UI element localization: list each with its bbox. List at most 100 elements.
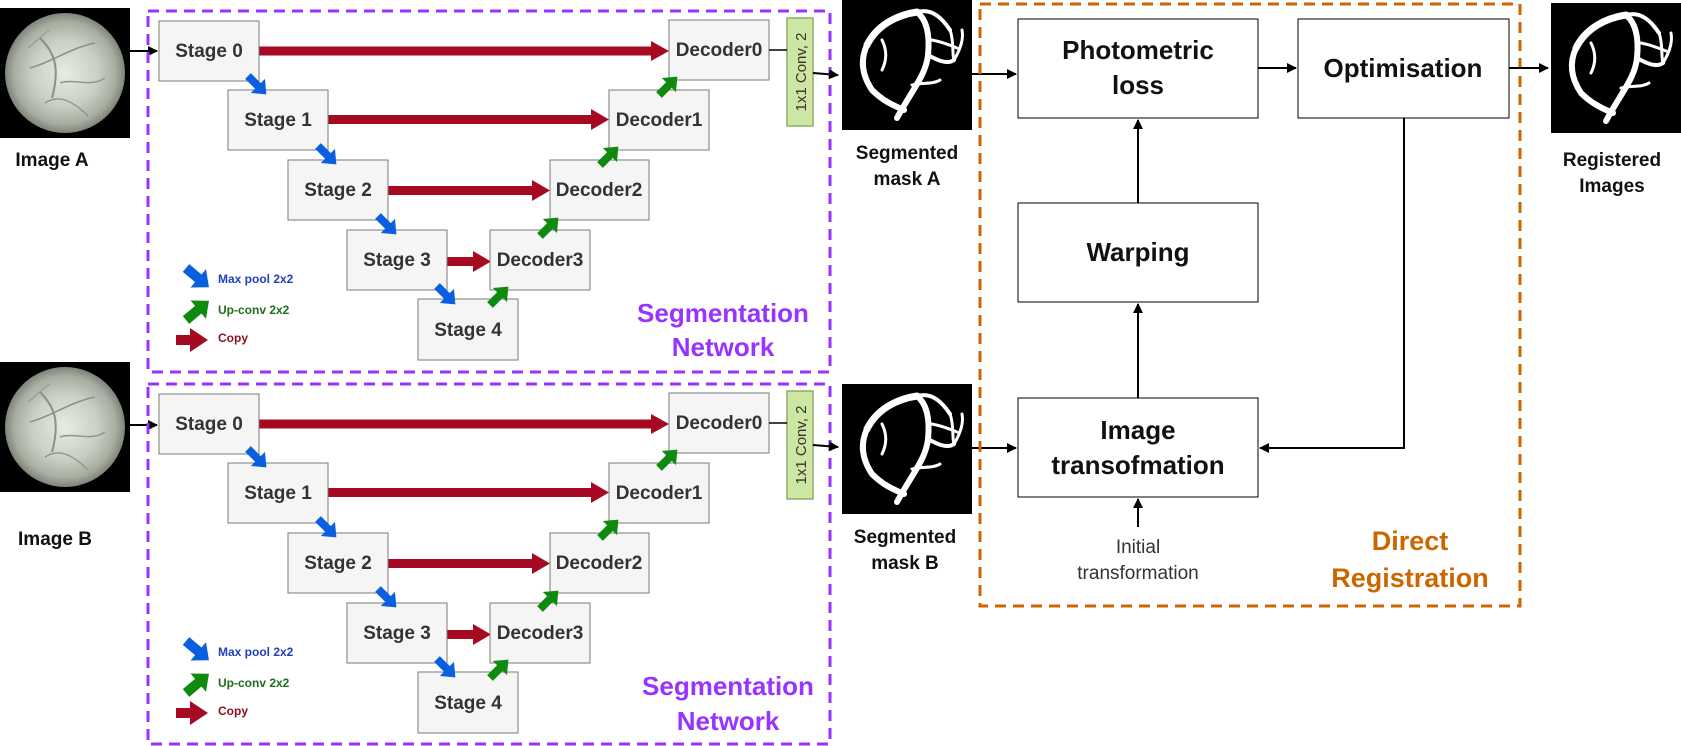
stage-2-block: Stage 2 bbox=[287, 159, 389, 221]
registered-images-thumbnail bbox=[1551, 3, 1681, 133]
registered-images-label-line2: Images bbox=[1579, 176, 1644, 197]
stage-0-label: Stage 0 bbox=[175, 41, 243, 62]
stage-2-label: Stage 2 bbox=[304, 553, 372, 574]
stage-0-block: Stage 0 bbox=[158, 393, 260, 455]
stage-4-label: Stage 4 bbox=[434, 693, 502, 714]
initial-transformation-label-line2: transformation bbox=[1077, 563, 1198, 584]
segmentation-network-a: Stage 0 Stage 1 Stage 2 Stage 3 Stage 4 … bbox=[146, 9, 839, 374]
stage-3-block: Stage 3 bbox=[346, 229, 448, 291]
stage-4-block: Stage 4 bbox=[417, 671, 519, 734]
upconv-arrow bbox=[597, 519, 619, 541]
maxpool-legend-label: Max pool 2x2 bbox=[218, 645, 294, 659]
conv-1x1-block: 1x1 Conv, 2 bbox=[786, 17, 814, 127]
image-a-thumbnail bbox=[0, 7, 131, 139]
direct-registration-border bbox=[978, 2, 1522, 608]
stage-4-label: Stage 4 bbox=[434, 320, 502, 341]
segmented-mask-b bbox=[842, 384, 972, 514]
decoder-3-label: Decoder3 bbox=[497, 250, 584, 271]
stage-1-block: Stage 1 bbox=[227, 89, 329, 151]
decoder-0-label: Decoder0 bbox=[676, 40, 763, 61]
initial-transformation-label-line1: Initial bbox=[1116, 537, 1160, 558]
conv-to-mask-b-arrow bbox=[812, 441, 839, 452]
decoder-1-label: Decoder1 bbox=[616, 483, 703, 504]
maxpool-arrow bbox=[375, 213, 397, 235]
upconv-arrow bbox=[597, 146, 619, 168]
decoder-1-block: Decoder1 bbox=[608, 89, 710, 151]
decoder-1-block: Decoder1 bbox=[608, 462, 710, 524]
upconv-legend-label: Up-conv 2x2 bbox=[218, 676, 290, 690]
stage-0-label: Stage 0 bbox=[175, 414, 243, 435]
photometric-loss-block: Photometric loss bbox=[1017, 18, 1259, 119]
warping-block: Warping bbox=[1017, 202, 1259, 303]
conv-1x1-block: 1x1 Conv, 2 bbox=[786, 390, 814, 500]
stage-1-label: Stage 1 bbox=[244, 483, 312, 504]
stage-1-label: Stage 1 bbox=[244, 110, 312, 131]
conv-1x1-label: 1x1 Conv, 2 bbox=[793, 406, 810, 485]
segmentation-network-b-label-line1: Segmentation bbox=[642, 671, 814, 701]
maxpool-arrow bbox=[434, 283, 456, 305]
maxpool-legend-label: Max pool 2x2 bbox=[218, 272, 294, 286]
maxpool-legend-icon bbox=[182, 637, 209, 661]
image-transformation-label-line1: Image bbox=[1100, 415, 1175, 445]
stage-0-block: Stage 0 bbox=[158, 20, 260, 82]
copy-arrow bbox=[388, 553, 550, 574]
upconv-arrow bbox=[537, 217, 559, 239]
photometric-loss-label-line1: Photometric bbox=[1062, 35, 1214, 65]
optimisation-block: Optimisation bbox=[1297, 18, 1510, 119]
copy-arrow bbox=[446, 624, 491, 645]
maxpool-arrow bbox=[245, 446, 267, 468]
maxpool-arrow bbox=[245, 73, 267, 95]
maxpool-arrow bbox=[434, 656, 456, 678]
segmentation-network-b: Stage 0 Stage 1 Stage 2 Stage 3 Stage 4 … bbox=[146, 382, 839, 746]
upconv-legend-icon bbox=[182, 673, 209, 697]
decoder-2-label: Decoder2 bbox=[556, 553, 643, 574]
copy-legend-label: Copy bbox=[218, 331, 248, 345]
decoder-2-block: Decoder2 bbox=[549, 159, 650, 221]
upconv-arrow bbox=[487, 286, 509, 308]
upconv-arrow bbox=[537, 590, 559, 612]
maxpool-arrow bbox=[375, 586, 397, 608]
warping-label: Warping bbox=[1086, 237, 1189, 267]
copy-arrow bbox=[388, 180, 550, 201]
photometric-loss-label-line2: loss bbox=[1112, 70, 1164, 100]
copy-legend-label: Copy bbox=[218, 704, 248, 718]
stage-3-label: Stage 3 bbox=[363, 623, 431, 644]
legend: Max pool 2x2 Up-conv 2x2 Copy bbox=[176, 264, 294, 352]
mask-a-label-line1: Segmented bbox=[856, 143, 958, 164]
mask-b-label-line1: Segmented bbox=[854, 527, 956, 548]
decoder-0-block: Decoder0 bbox=[668, 392, 770, 454]
decoder-2-label: Decoder2 bbox=[556, 180, 643, 201]
optimisation-feedback-arrow bbox=[1259, 118, 1405, 453]
mask-a-label-line2: mask A bbox=[874, 169, 941, 190]
image-transformation-block: Image transofmation bbox=[1017, 397, 1259, 498]
decoder-3-block: Decoder3 bbox=[489, 229, 591, 291]
copy-arrow bbox=[446, 251, 491, 272]
upconv-legend-label: Up-conv 2x2 bbox=[218, 303, 290, 317]
conv-to-mask-a-arrow bbox=[812, 69, 839, 80]
image-a-label: Image A bbox=[15, 150, 88, 171]
copy-legend-icon bbox=[176, 328, 208, 352]
mask-b-label-line2: mask B bbox=[871, 553, 939, 574]
upconv-arrow bbox=[656, 76, 678, 98]
copy-arrow bbox=[328, 482, 609, 503]
segmented-mask-a bbox=[842, 0, 972, 130]
stage-3-label: Stage 3 bbox=[363, 250, 431, 271]
decoder-0-label: Decoder0 bbox=[676, 413, 763, 434]
segmentation-network-a-label-line2: Network bbox=[672, 332, 775, 362]
maxpool-legend-icon bbox=[182, 264, 209, 288]
segmentation-network-b-label-line2: Network bbox=[677, 706, 780, 736]
conv-1x1-label: 1x1 Conv, 2 bbox=[793, 33, 810, 112]
upconv-legend-icon bbox=[182, 300, 209, 324]
maxpool-arrow bbox=[315, 143, 337, 165]
copy-legend-icon bbox=[176, 701, 208, 725]
decoder-3-label: Decoder3 bbox=[497, 623, 584, 644]
stage-2-block: Stage 2 bbox=[287, 532, 389, 594]
stage-4-block: Stage 4 bbox=[417, 298, 519, 361]
image-b-label: Image B bbox=[18, 529, 92, 550]
registered-images-label-line1: Registered bbox=[1563, 150, 1661, 171]
copy-arrow bbox=[328, 109, 609, 130]
decoder-1-label: Decoder1 bbox=[616, 110, 703, 131]
copy-arrow bbox=[258, 414, 669, 434]
stage-1-block: Stage 1 bbox=[227, 462, 329, 524]
direct-registration: Photometric loss Optimisation Warping Im… bbox=[978, 2, 1522, 608]
